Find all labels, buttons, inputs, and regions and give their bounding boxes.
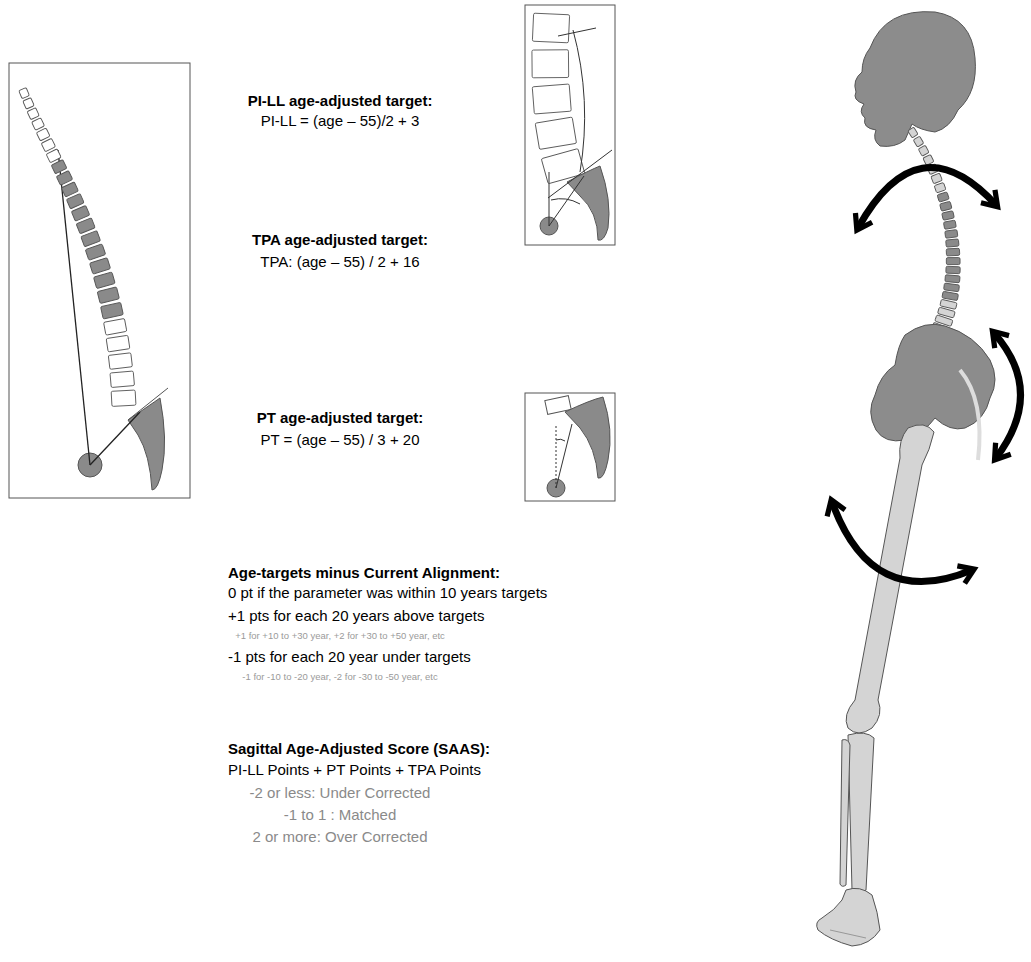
tibia: [848, 733, 874, 893]
pelvis: [871, 324, 995, 441]
angle-line: [549, 172, 550, 226]
motion-arrows: [832, 168, 1021, 582]
vertebra: [944, 283, 960, 292]
sacrum: [565, 397, 610, 478]
rule-note: +1 for +10 to +30 year, +2 for +30 to +5…: [235, 630, 445, 641]
rule-text: +1 pts for each 20 years above targets: [228, 607, 484, 625]
vertebra: [94, 272, 116, 289]
vertebra: [946, 258, 960, 265]
rule-text: 0 pt if the parameter was within 10 year…: [228, 584, 547, 602]
vertebra: [27, 108, 39, 120]
vertebra: [101, 302, 124, 319]
score-category: -1 to 1 : Matched: [284, 806, 397, 824]
skeleton: [817, 12, 995, 946]
sacrum: [960, 370, 980, 460]
vertical-line: [556, 425, 557, 488]
section-heading: Sagittal Age-Adjusted Score (SAAS):: [228, 740, 490, 758]
vertebra: [32, 118, 45, 130]
lordosis-arc: [573, 30, 585, 172]
vertebra: [918, 145, 929, 156]
skull: [855, 12, 976, 147]
tpa-line: [58, 150, 90, 465]
score-category: -2 or less: Under Corrected: [250, 784, 431, 802]
vertebra: [106, 335, 130, 352]
pt-line: [556, 424, 572, 488]
vertebra: [90, 258, 111, 275]
angle-arc: [556, 439, 565, 441]
target-heading: TPA age-adjusted target:: [252, 231, 428, 249]
vertebra: [81, 231, 101, 247]
hip-arrow: [832, 502, 972, 582]
section-heading: Age-targets minus Current Alignment:: [228, 564, 500, 582]
vertebra: [946, 266, 960, 273]
vertebra: [66, 193, 84, 208]
vertebra: [56, 171, 72, 186]
fibula: [840, 740, 850, 887]
vertebra: [532, 13, 569, 43]
vertebra: [61, 182, 78, 197]
vertebra: [46, 149, 61, 163]
vertebra: [108, 353, 132, 370]
vertebra: [945, 275, 960, 283]
vertebra: [940, 201, 952, 211]
vertebra: [97, 287, 119, 304]
vertebra: [535, 117, 576, 149]
angle-line: [549, 176, 584, 226]
formula: PI-LL = (age – 55)/2 + 3: [261, 112, 420, 130]
vertebra: [23, 98, 34, 110]
target-heading: PI-LL age-adjusted target:: [248, 92, 433, 110]
vertebra: [946, 239, 959, 247]
sacrum: [567, 166, 609, 240]
foot: [817, 888, 880, 946]
vertebra: [943, 220, 956, 229]
vertebra: [110, 371, 134, 387]
vertebra: [51, 160, 67, 174]
angle-line: [558, 28, 596, 36]
sacrum: [128, 398, 165, 490]
vertebra: [934, 182, 946, 193]
vertebra: [111, 390, 136, 406]
vertebra: [908, 127, 918, 138]
vertebra: [913, 136, 924, 147]
cervical-arrow: [858, 168, 996, 228]
vertebra: [945, 230, 958, 239]
vertebra: [104, 318, 127, 335]
angle-arc: [551, 199, 580, 204]
formula: PT = (age – 55) / 3 + 20: [261, 431, 420, 449]
vertebra: [946, 248, 960, 256]
frame-pi-ll: [525, 5, 615, 245]
tpa-line: [90, 412, 140, 465]
pt-figure: [545, 396, 610, 497]
score-category: 2 or more: Over Corrected: [252, 828, 427, 846]
vertebra: [36, 128, 50, 141]
vertebra: [923, 154, 934, 165]
vertebra: [85, 244, 105, 260]
vertebra: [942, 211, 955, 221]
tpa-figure: [19, 88, 168, 490]
pi-ll-figure: [532, 13, 612, 240]
frame-left: [9, 63, 190, 498]
formula: TPA: (age – 55) / 2 + 16: [260, 253, 419, 271]
target-heading: PT age-adjusted target:: [257, 409, 424, 427]
frame-pt: [525, 393, 615, 501]
angle-line: [548, 150, 612, 198]
vertebra: [937, 192, 949, 202]
vertebra: [76, 218, 95, 234]
vertebra: [19, 88, 30, 99]
score-formula: PI-LL Points + PT Points + TPA Points: [228, 761, 481, 779]
vertebra: [532, 84, 571, 114]
rule-note: -1 for -10 to -20 year, -2 for -30 to -5…: [242, 671, 437, 682]
lumbar-arrow: [994, 333, 1021, 458]
toe-line: [830, 930, 866, 938]
vertebra: [942, 291, 959, 300]
vertebra: [71, 205, 89, 221]
rule-text: -1 pts for each 20 year under targets: [228, 648, 471, 666]
vertebra: [532, 50, 569, 78]
vertebra: [41, 138, 55, 151]
vertebra: [931, 173, 943, 184]
